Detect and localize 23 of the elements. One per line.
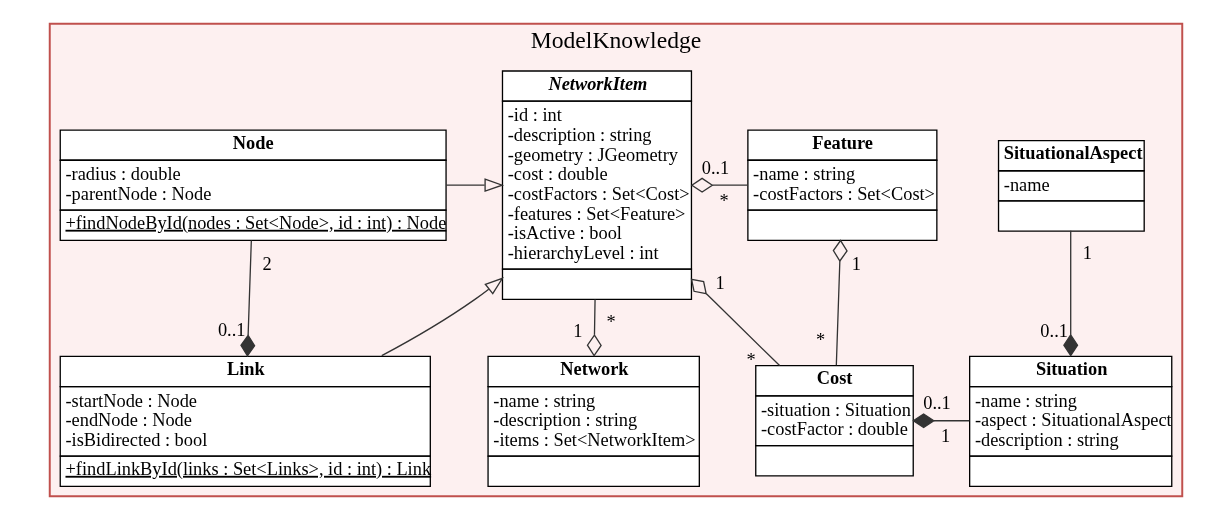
connector (690, 278, 780, 367)
label: 1 (851, 253, 861, 274)
label: 0..1 (217, 320, 245, 341)
label: * (815, 329, 825, 350)
label: 0..1 (701, 157, 729, 178)
connector (239, 239, 255, 357)
label: * (746, 349, 756, 370)
connector (1062, 230, 1078, 357)
connector (586, 298, 602, 357)
label: 0..1 (1039, 320, 1068, 341)
connector (832, 239, 848, 366)
label: 1 (572, 320, 583, 341)
connector (690, 177, 748, 193)
label: 0..1 (922, 393, 951, 414)
label: * (718, 190, 729, 211)
arrow (380, 277, 504, 357)
label: 1 (940, 426, 950, 447)
connector (911, 413, 970, 429)
label: * (606, 312, 616, 333)
label: 2 (261, 253, 272, 274)
label: 1 (714, 272, 725, 293)
arrow (445, 178, 504, 193)
label: 1 (1082, 243, 1092, 264)
